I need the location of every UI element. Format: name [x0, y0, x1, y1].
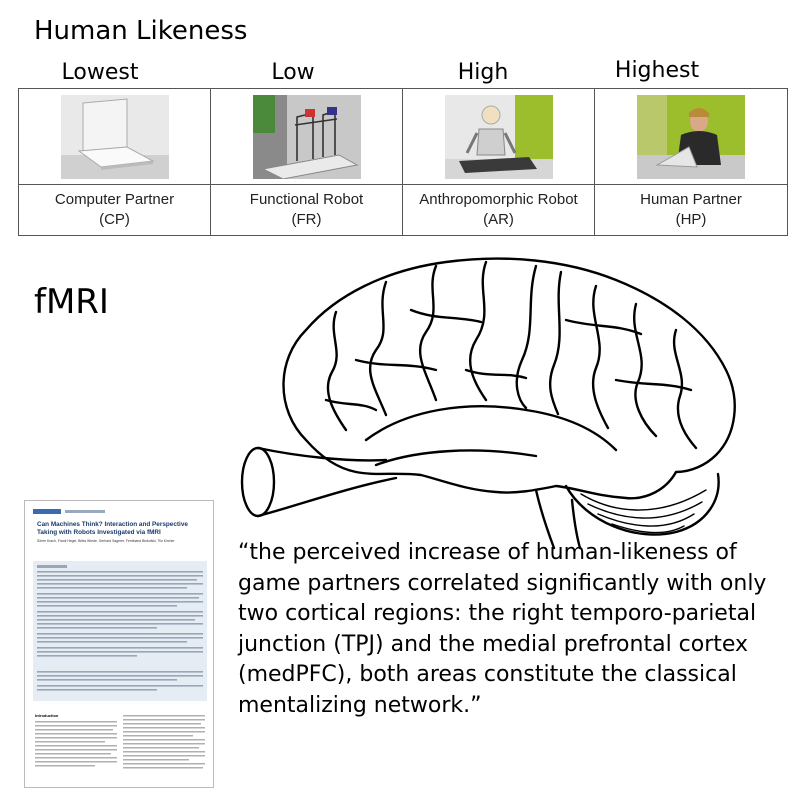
page-title: Human Likeness: [34, 16, 248, 46]
label-cell-hp: Human Partner (HP): [595, 185, 787, 235]
functional-robot-photo: [252, 94, 361, 179]
level-high: High: [457, 60, 509, 85]
label-cell-ar: Anthropomorphic Robot (AR): [403, 185, 595, 235]
pic-cell-ar: [403, 89, 595, 185]
paper-intro-heading: Introduction: [35, 713, 59, 718]
condition-name-hp: Human Partner: [640, 191, 742, 208]
condition-name-cp: Computer Partner: [54, 191, 175, 208]
quote-text: “the perceived increase of human-likenes…: [238, 540, 767, 718]
condition-name-ar: Anthropomorphic Robot: [419, 191, 578, 208]
brain-illustration: [240, 257, 736, 550]
condition-name-fr: Functional Robot: [249, 191, 364, 208]
anthropomorphic-robot-photo: [444, 94, 553, 179]
condition-abbr-hp: (HP): [675, 211, 707, 228]
human-partner-photo: [637, 94, 745, 179]
condition-abbr-fr: (FR): [291, 211, 322, 228]
label-cell-cp: Computer Partner (CP): [19, 185, 211, 235]
condition-abbr-cp: (CP): [99, 211, 130, 228]
paper-page-graphic: [33, 509, 207, 769]
level-lowest: Lowest: [61, 60, 139, 85]
label-cell-fr: Functional Robot (FR): [211, 185, 403, 235]
paper-authors: Sören Krach, Frank Hegel, Britta Wrede, …: [37, 539, 175, 543]
partner-table: Computer Partner (CP) Functional Robot (…: [18, 88, 788, 236]
condition-abbr-ar: (AR): [483, 211, 514, 228]
pic-cell-fr: [211, 89, 403, 185]
paper-thumbnail: Can Machines Think? Interaction and Pers…: [24, 500, 214, 788]
level-low: Low: [271, 60, 315, 85]
pic-cell-hp: [595, 89, 787, 185]
fmri-label: fMRI: [34, 282, 109, 322]
paper-title: Can Machines Think? Interaction and Pers…: [37, 521, 188, 536]
computer-partner-photo: [60, 94, 169, 179]
level-highest: Highest: [614, 58, 700, 83]
pic-cell-cp: [19, 89, 211, 185]
